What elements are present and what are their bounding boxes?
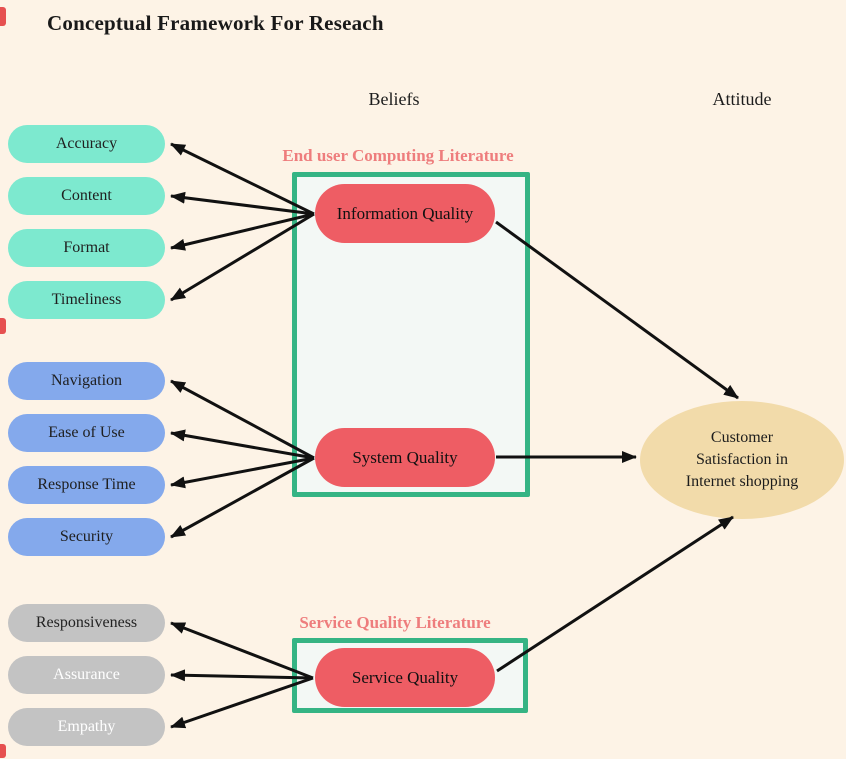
indicator-pill-accuracy: Accuracy: [8, 125, 165, 163]
indicator-label: Format: [63, 239, 110, 256]
construct-pill-service-quality: Service Quality: [315, 648, 495, 707]
outcome-line: Satisfaction in: [696, 451, 788, 468]
construct-label: System Quality: [352, 447, 458, 467]
euc-literature-label: End user Computing Literature: [282, 146, 514, 165]
column-header-beliefs: Beliefs: [368, 89, 420, 109]
indicator-label: Responsiveness: [35, 614, 138, 631]
outcome-line: Internet shopping: [685, 473, 799, 490]
indicator-label: Response Time: [37, 476, 136, 493]
construct-label: Service Quality: [351, 667, 459, 687]
indicator-label: Timeliness: [51, 291, 122, 308]
indicator-label: Security: [59, 528, 114, 545]
indicator-pill-content: Content: [8, 177, 165, 215]
left-edge-red-artifact: [0, 318, 6, 334]
service-literature-label: Service Quality Literature: [299, 613, 491, 632]
indicator-pill-responsiveness: Responsiveness: [8, 604, 165, 642]
diagram-title: Conceptual Framework For Reseach: [47, 11, 384, 35]
indicator-label: Assurance: [53, 666, 120, 683]
column-header-attitude: Attitude: [712, 89, 772, 109]
indicator-pill-timeliness: Timeliness: [8, 281, 165, 319]
indicator-label: Empathy: [57, 718, 116, 735]
construct-label: Information Quality: [336, 203, 474, 223]
construct-pill-system-quality: System Quality: [315, 428, 495, 487]
outcome-line: Customer: [710, 429, 774, 446]
indicator-label: Navigation: [50, 372, 123, 389]
left-edge-red-artifact: [0, 7, 6, 26]
indicator-pill-security: Security: [8, 518, 165, 556]
indicator-label: Content: [61, 187, 112, 204]
indicator-pill-ease-of-use: Ease of Use: [8, 414, 165, 452]
indicator-pill-response-time: Response Time: [8, 466, 165, 504]
indicator-label: Ease of Use: [48, 424, 125, 441]
construct-pill-information-quality: Information Quality: [315, 184, 495, 243]
indicator-pill-empathy: Empathy: [8, 708, 165, 746]
indicator-pill-format: Format: [8, 229, 165, 267]
indicator-pill-navigation: Navigation: [8, 362, 165, 400]
connector-arrow: [496, 515, 734, 673]
connector-arrow: [495, 220, 739, 400]
indicator-pill-assurance: Assurance: [8, 656, 165, 694]
left-edge-red-artifact: [0, 744, 6, 758]
outcome-ellipse-customer-satisfaction: Customer Satisfaction in Internet shoppi…: [640, 401, 844, 519]
indicator-label: Accuracy: [55, 135, 118, 152]
